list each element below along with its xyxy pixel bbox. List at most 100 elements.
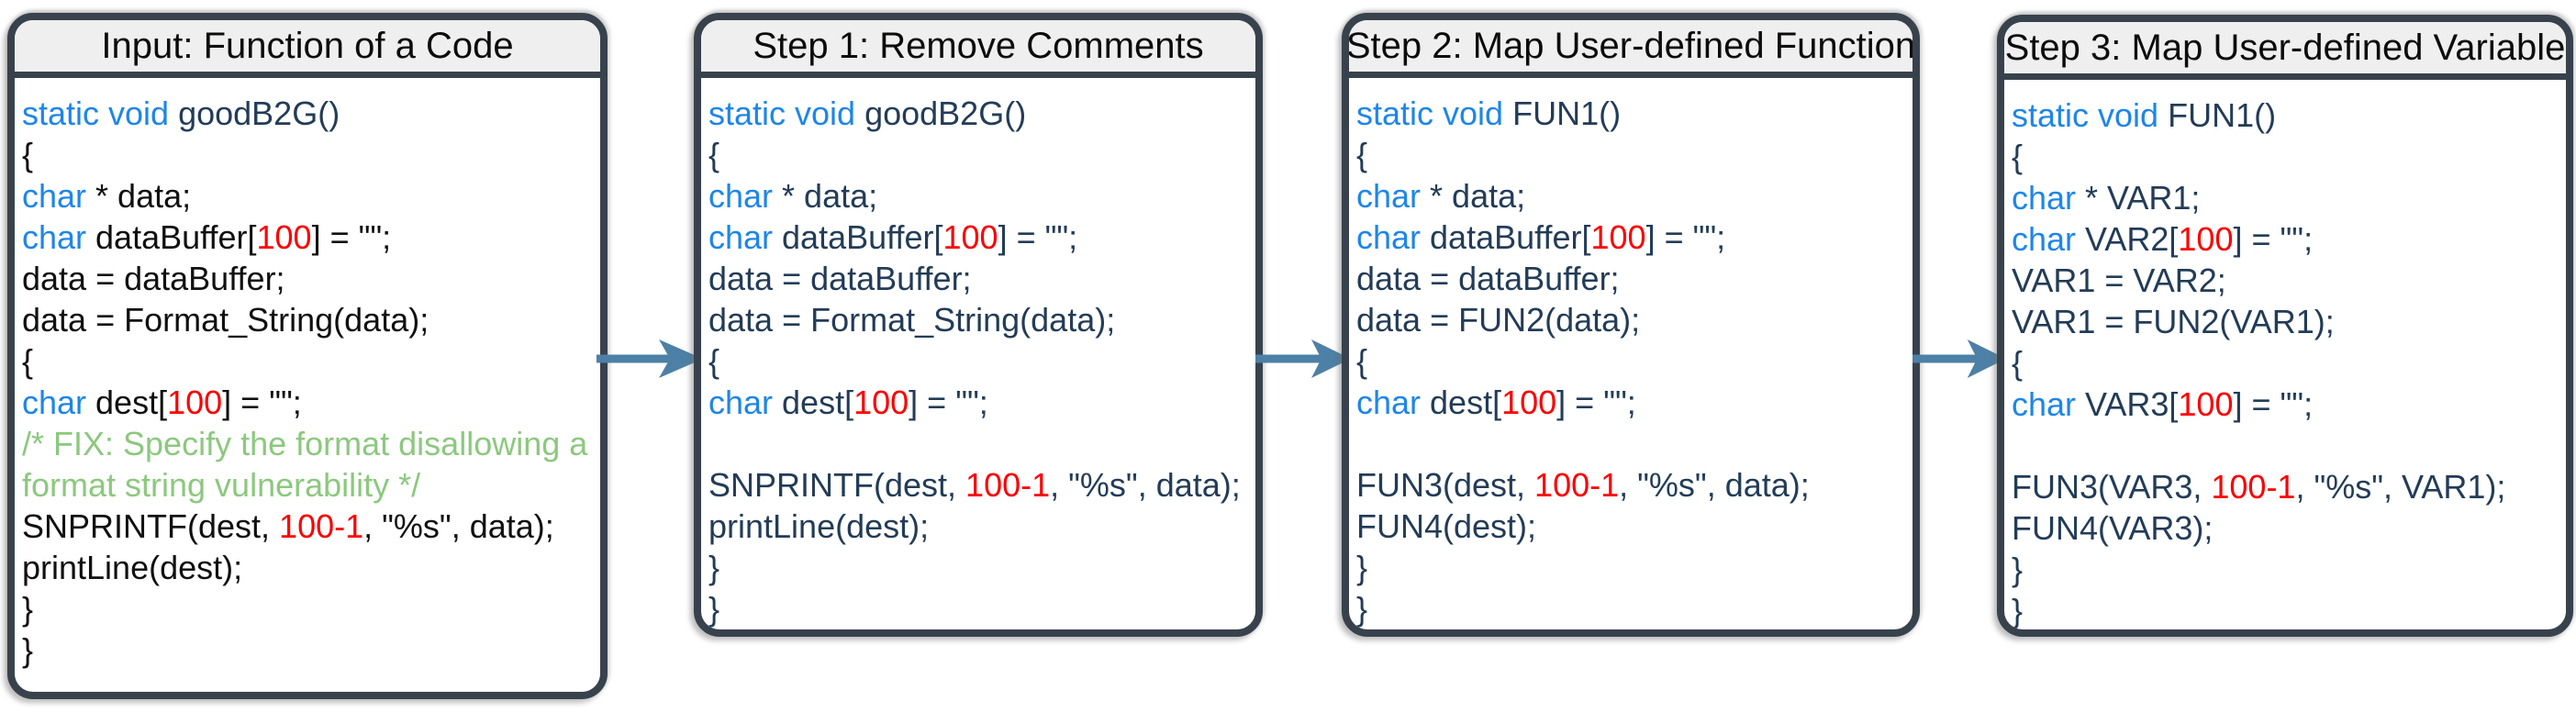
code-token: FUN3(dest, (1356, 466, 1535, 504)
code-token: printLine(dest); (708, 507, 930, 545)
code-token: { (708, 342, 720, 380)
code-line: char dest[100] = ""; (22, 382, 600, 423)
code-token: SNPRINTF(dest, (22, 507, 280, 545)
code-token: * data; (86, 177, 192, 215)
code-line: } (2012, 590, 2566, 629)
code-token: VAR3[ (2076, 385, 2179, 423)
code-token: , "%s", data); (1050, 466, 1241, 504)
code-token: , "%s", data); (1619, 466, 1810, 504)
code-token: { (1356, 342, 1368, 380)
code-token: } (708, 590, 720, 628)
code-token: char (1356, 218, 1422, 256)
code-token: goodB2G() (864, 95, 1027, 132)
code-token: VAR1 = VAR2; (2012, 261, 2226, 299)
code-token: dataBuffer[ (773, 218, 943, 256)
code-line: char dataBuffer[100] = ""; (1356, 217, 1912, 258)
code-token: 100 (2178, 220, 2234, 258)
code-block: static void FUN1(){char * VAR1;char VAR2… (2004, 80, 2566, 629)
code-token: 100 (853, 384, 909, 421)
code-token: 100 (1590, 218, 1646, 256)
code-token: } (1356, 549, 1368, 586)
code-line: /* FIX: Specify the format disallowing a (22, 423, 600, 464)
code-token: 100 (256, 218, 312, 256)
panel-title: Input: Function of a Code (15, 20, 600, 78)
code-line (2012, 425, 2566, 466)
code-token: dataBuffer[ (1421, 218, 1591, 256)
code-token: ] = ""; (998, 218, 1078, 256)
code-line: data = dataBuffer; (708, 258, 1255, 299)
code-line: { (22, 134, 600, 175)
panel-input: Input: Function of a Code static void go… (7, 13, 608, 699)
code-line: format string vulnerability */ (22, 464, 600, 506)
code-line: char * data; (22, 175, 600, 217)
panel-title: Step 2: Map User-defined Function (1349, 20, 1912, 78)
code-token: format string vulnerability */ (22, 466, 421, 504)
code-token: ] = ""; (2233, 220, 2314, 258)
code-token: data = Format_String(data); (708, 301, 1116, 339)
code-token: * data; (773, 177, 878, 215)
code-block: static void goodB2G(){char * data;char d… (701, 78, 1255, 629)
code-token: char (22, 384, 87, 421)
code-line: { (708, 134, 1255, 175)
code-token: static void (708, 95, 865, 132)
panel-title: Step 3: Map User-defined Variable (2004, 22, 2566, 80)
code-token: ] = ""; (1556, 384, 1636, 421)
code-token: ] = ""; (2233, 385, 2314, 423)
code-line: static void goodB2G() (708, 93, 1255, 134)
code-line (1356, 423, 1912, 464)
code-token: } (1356, 590, 1368, 628)
code-token: ] = ""; (222, 384, 302, 421)
code-line: char VAR2[100] = ""; (2012, 218, 2566, 260)
code-token: VAR2[ (2076, 220, 2179, 258)
code-token: goodB2G() (178, 95, 340, 132)
code-token: 100-1 (2211, 468, 2296, 506)
code-line: printLine(dest); (22, 547, 600, 588)
code-line: static void goodB2G() (22, 93, 600, 134)
code-token: } (2012, 551, 2024, 588)
code-line: data = FUN2(data); (1356, 299, 1912, 340)
code-token: dest[ (86, 384, 168, 421)
code-token: char (708, 218, 774, 256)
panel-step-3: Step 3: Map User-defined Variable static… (1997, 15, 2573, 637)
code-token: VAR1 = FUN2(VAR1); (2012, 303, 2335, 340)
code-token: ] = ""; (1645, 218, 1726, 256)
code-token: FUN4(VAR3); (2012, 509, 2214, 547)
code-token: char (2012, 385, 2077, 423)
code-token: { (2012, 344, 2024, 382)
code-token: char (1356, 384, 1422, 421)
code-line: } (1356, 588, 1912, 629)
code-token: static void (1356, 95, 1513, 132)
code-token: data = FUN2(data); (1356, 301, 1641, 339)
code-line: } (22, 629, 600, 671)
code-line: printLine(dest); (708, 506, 1255, 547)
code-token: 100 (167, 384, 223, 421)
panel-step-2: Step 2: Map User-defined Function static… (1342, 13, 1920, 637)
code-token: ] = ""; (311, 218, 392, 256)
code-token: 100-1 (1534, 466, 1620, 504)
panel-title: Step 1: Remove Comments (701, 20, 1255, 78)
code-line: data = dataBuffer; (1356, 258, 1912, 299)
code-token: data = Format_String(data); (22, 301, 429, 339)
code-line: VAR1 = FUN2(VAR1); (2012, 301, 2566, 342)
code-line: { (22, 340, 600, 382)
arrow-right-icon (1255, 338, 1351, 380)
code-token: 100-1 (279, 507, 364, 545)
code-token: { (1356, 136, 1368, 173)
code-token: { (22, 342, 34, 380)
code-line: static void FUN1() (2012, 95, 2566, 136)
code-token: * VAR1; (2076, 179, 2201, 217)
code-token: dataBuffer[ (86, 218, 257, 256)
code-token: { (2012, 138, 2024, 175)
code-line: FUN4(VAR3); (2012, 507, 2566, 549)
code-line: } (708, 547, 1255, 588)
code-token: , "%s", VAR1); (2295, 468, 2506, 506)
code-token: } (2012, 592, 2024, 629)
code-token: 100 (1501, 384, 1557, 421)
code-token: char (22, 177, 87, 215)
code-token: dest[ (1421, 384, 1502, 421)
code-line: { (708, 340, 1255, 382)
code-token: * data; (1421, 177, 1526, 215)
code-token: { (708, 136, 720, 173)
code-line: static void FUN1() (1356, 93, 1912, 134)
code-token: data = dataBuffer; (708, 260, 972, 297)
